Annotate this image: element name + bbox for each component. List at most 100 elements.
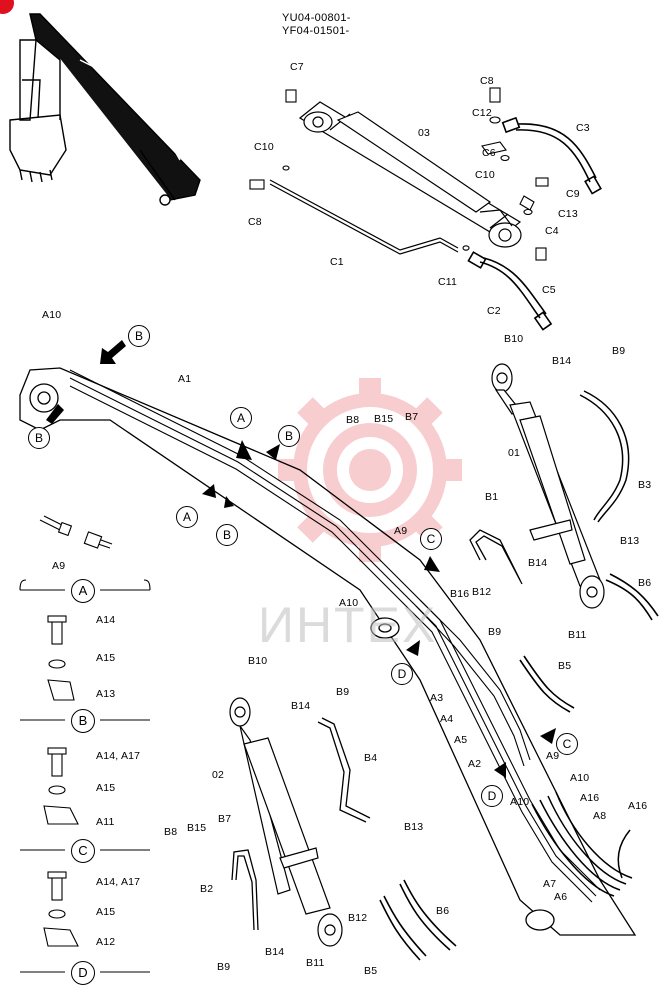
hose-c1 <box>269 179 459 255</box>
label-a5: A5 <box>454 734 468 746</box>
callout-arrows <box>46 340 556 778</box>
label-02: 02 <box>212 769 225 781</box>
callout-b-1: B <box>128 325 150 347</box>
label-c7: C7 <box>290 61 304 73</box>
label-b3: B3 <box>638 479 652 491</box>
watermark-text: ИНТЕХ <box>258 597 438 653</box>
detail-b-part-2: A15 <box>96 782 116 794</box>
label-b9-d: B9 <box>217 961 231 973</box>
label-a2: A2 <box>468 758 482 770</box>
label-a10: A10 <box>42 309 62 321</box>
detail-c-part-2: A15 <box>96 906 116 918</box>
label-a16: A16 <box>580 792 600 804</box>
label-b13-b: B13 <box>404 821 424 833</box>
serial-range-1: YU04-00801- <box>282 12 351 24</box>
serial-range-2: YF04-01501- <box>282 25 350 37</box>
label-a4: A4 <box>440 713 454 725</box>
label-b11: B11 <box>568 629 587 641</box>
label-b9-c: B9 <box>336 686 350 698</box>
label-b16: B16 <box>450 588 470 600</box>
label-c8-b: C8 <box>248 216 262 228</box>
hoses-a7-a8 <box>531 791 633 897</box>
excavator-thumbnail <box>9 13 201 206</box>
callout-d-1: D <box>391 663 413 685</box>
callout-b-2: B <box>28 427 50 449</box>
boom-cylinder-01 <box>491 363 605 609</box>
hose-c3 <box>501 116 602 195</box>
detail-brackets <box>19 515 151 973</box>
detail-a-part-1: A14 <box>96 614 116 626</box>
label-b7: B7 <box>405 411 419 423</box>
callout-a-2: A <box>176 506 198 528</box>
label-c10-b: C10 <box>475 169 495 181</box>
detail-b-badge: B <box>71 709 95 733</box>
callout-c-1: C <box>420 528 442 550</box>
corner-mark <box>0 0 14 14</box>
label-c3: C3 <box>576 122 590 134</box>
label-b10-b: B10 <box>248 655 268 667</box>
detail-a-badge: A <box>71 579 95 603</box>
pipe-b4 <box>317 717 371 823</box>
label-c10-a: C10 <box>254 141 274 153</box>
detail-bolts <box>43 615 79 947</box>
hydraulic-lines-a1 <box>69 369 601 903</box>
label-b10: B10 <box>504 333 524 345</box>
label-b7-b: B7 <box>218 813 232 825</box>
label-01: 01 <box>508 447 521 459</box>
detail-a-part-3: A13 <box>96 688 116 700</box>
callout-d-2: D <box>481 785 503 807</box>
pipe-b2 <box>231 849 259 931</box>
label-c8: C8 <box>480 75 494 87</box>
label-a1: A1 <box>178 373 192 385</box>
callout-b-3: B <box>278 425 300 447</box>
label-b11-b: B11 <box>306 957 325 969</box>
label-a6: A6 <box>554 891 568 903</box>
label-b9-b: B9 <box>488 626 502 638</box>
label-a3: A3 <box>430 692 444 704</box>
boom-outline <box>19 367 637 936</box>
boom-cylinder-02 <box>229 697 343 947</box>
callout-a-1: A <box>230 407 252 429</box>
label-c11: C11 <box>438 276 458 288</box>
callout-b-4: B <box>216 524 238 546</box>
label-a8: A8 <box>593 810 607 822</box>
hoses-b5-b6-lower <box>379 879 457 961</box>
hose-b6 <box>605 573 659 621</box>
label-b14-d: B14 <box>265 946 285 958</box>
label-03: 03 <box>418 127 431 139</box>
arm-cylinder-03 <box>298 101 522 248</box>
label-b2: B2 <box>200 883 214 895</box>
label-c5: C5 <box>542 284 556 296</box>
label-b14: B14 <box>552 355 572 367</box>
label-b4: B4 <box>364 752 378 764</box>
small-fittings-top <box>249 87 549 261</box>
label-b13: B13 <box>620 535 640 547</box>
label-a9: A9 <box>394 525 408 537</box>
detail-c-part-3: A12 <box>96 936 116 948</box>
detail-d-badge: D <box>71 961 95 985</box>
pipe-b1 <box>469 529 523 585</box>
label-c2: C2 <box>487 305 501 317</box>
detail-a-part-2: A15 <box>96 652 116 664</box>
label-b8-b: B8 <box>164 826 178 838</box>
label-b1: B1 <box>485 491 499 503</box>
label-b15-b: B15 <box>187 822 207 834</box>
label-c1: C1 <box>330 256 344 268</box>
label-b15: B15 <box>374 413 394 425</box>
label-b6: B6 <box>638 577 652 589</box>
label-c9: C9 <box>566 188 580 200</box>
label-a16-b: A16 <box>628 800 648 812</box>
label-b6-b: B6 <box>436 905 450 917</box>
label-b5: B5 <box>558 660 572 672</box>
label-c4: C4 <box>545 225 559 237</box>
label-a9-detail: A9 <box>52 560 66 572</box>
label-b12: B12 <box>472 586 492 598</box>
label-a10-c: A10 <box>570 772 590 784</box>
callout-c-2: C <box>556 733 578 755</box>
label-b5-b: B5 <box>364 965 378 977</box>
label-b12-b: B12 <box>348 912 368 924</box>
label-b14-c: B14 <box>291 700 311 712</box>
label-a10-b: A10 <box>339 597 359 609</box>
